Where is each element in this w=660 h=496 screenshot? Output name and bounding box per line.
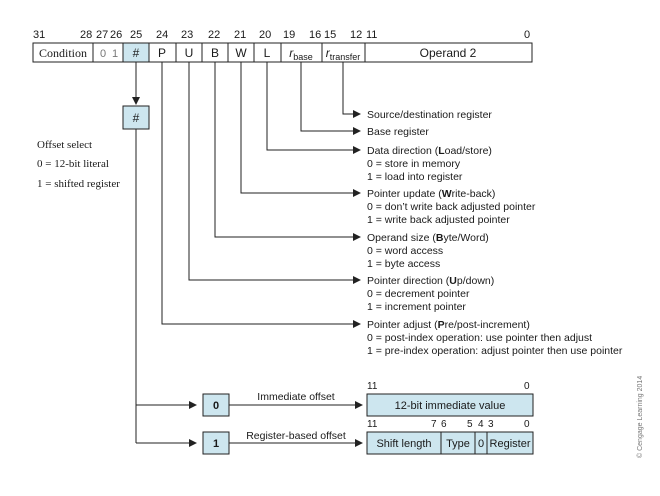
desc-b-line0: 0 = word access (367, 245, 443, 257)
register-zero-bit: 0 (478, 438, 484, 450)
register-select-box (202, 431, 230, 455)
bit-16: 16 (309, 29, 321, 41)
connector-p (161, 62, 361, 328)
register-register: Register (490, 438, 531, 450)
register-bit-6: 6 (441, 419, 447, 430)
desc-b-title: Operand size (Byte/Word) (367, 232, 489, 244)
register-bit-11: 11 (367, 419, 378, 430)
immediate-select-value: 0 (213, 400, 219, 412)
bit-24: 24 (156, 29, 168, 41)
register-offset: 1 Register-based offset 11 7 6 5 4 3 0 S… (202, 419, 534, 455)
field-rtransfer-r: r (326, 46, 331, 60)
register-bit-5: 5 (467, 419, 473, 430)
instruction-word: Condition 0 1 # P U B W L rbase rtransfe… (32, 42, 533, 63)
immediate-bit-11: 11 (367, 381, 378, 392)
connector-l (266, 62, 361, 154)
immediate-offset-label: Immediate offset (257, 391, 335, 403)
field-hash-highlight (123, 43, 149, 62)
immediate-value-label: 12-bit immediate value (395, 400, 506, 412)
connector-b (214, 62, 361, 241)
connector-rbase (300, 62, 361, 135)
register-bit-0: 0 (524, 419, 530, 430)
offset-select: # Offset select 0 = 12-bit literal 1 = s… (37, 105, 150, 190)
offset-select-title: Offset select (37, 139, 92, 151)
register-bit-3: 3 (488, 419, 494, 430)
desc-w-line1: 1 = write back adjusted pointer (367, 214, 510, 226)
desc-u-line1: 1 = increment pointer (367, 301, 466, 313)
desc-w-title: Pointer update (Write-back) (367, 188, 495, 200)
immediate-bit-0: 0 (524, 381, 530, 392)
field-u: U (185, 46, 194, 60)
register-offset-label: Register-based offset (246, 430, 346, 442)
field-opcode-0: 0 (100, 48, 106, 60)
bit-22: 22 (208, 29, 220, 41)
register-field-dividers (440, 432, 488, 454)
immediate-offset: 0 Immediate offset 11 0 12-bit immediate… (202, 381, 534, 417)
field-opcode-1: 1 (112, 48, 118, 60)
bit-25: 25 (130, 29, 142, 41)
field-rbase-sub: base (293, 52, 313, 62)
register-select-value: 1 (213, 438, 219, 450)
field-l: L (264, 46, 271, 60)
bit-26: 26 (110, 29, 122, 41)
desc-source-dest: Source/destination register (367, 109, 492, 121)
desc-u-line0: 0 = decrement pointer (367, 288, 470, 300)
register-shift-length: Shift length (376, 438, 431, 450)
connector-w (240, 62, 361, 197)
field-rbase: rbase (289, 46, 313, 62)
bit-20: 20 (259, 29, 271, 41)
immediate-value-field (366, 393, 534, 417)
immediate-select-box (202, 393, 230, 417)
field-descriptions: Source/destination register Base registe… (367, 109, 623, 357)
desc-l-line0: 0 = store in memory (367, 158, 461, 170)
bit-21: 21 (234, 29, 246, 41)
register-bit-numbers: 11 7 6 5 4 3 0 (367, 419, 530, 430)
field-condition: Condition (39, 46, 87, 60)
offset-select-option-0: 0 = 12-bit literal (37, 158, 109, 170)
desc-w-line0: 0 = don’t write back adjusted pointer (367, 201, 536, 213)
desc-l-title: Data direction (Load/store) (367, 145, 492, 157)
bit-19: 19 (283, 29, 295, 41)
desc-base-register: Base register (367, 126, 429, 138)
desc-p-line1: 1 = pre-index operation: adjust pointer … (367, 345, 623, 357)
offset-select-hash: # (133, 111, 140, 125)
bit-31: 31 (33, 29, 45, 41)
instruction-word-border (32, 42, 533, 63)
bit-11: 11 (366, 29, 377, 41)
register-field-row (366, 431, 534, 455)
bit-15: 15 (324, 29, 336, 41)
register-bit-7: 7 (431, 419, 437, 430)
offset-select-option-1: 1 = shifted register (37, 178, 120, 190)
bit-number-row: 31 28 27 26 25 24 23 22 21 20 19 16 15 1… (33, 29, 530, 41)
field-hash: # (133, 46, 140, 60)
bit-12: 12 (350, 29, 362, 41)
connector-lines (132, 62, 363, 447)
field-b: B (211, 46, 219, 60)
bit-28: 28 (80, 29, 92, 41)
connector-rtransfer (342, 62, 361, 118)
register-bit-4: 4 (478, 419, 484, 430)
field-w: W (235, 46, 247, 60)
connector-u (188, 62, 361, 284)
bit-23: 23 (181, 29, 193, 41)
field-rtransfer-sub: transfer (330, 52, 361, 62)
field-operand2: Operand 2 (420, 46, 477, 60)
copyright-notice: © Cengage Learning 2014 (636, 376, 644, 458)
desc-b-line1: 1 = byte access (367, 258, 440, 270)
field-dividers (92, 43, 366, 62)
field-rtransfer: rtransfer (326, 46, 361, 62)
desc-p-line0: 0 = post-index operation: use pointer th… (367, 332, 592, 344)
bit-0: 0 (524, 29, 530, 41)
desc-l-line1: 1 = load into register (367, 171, 463, 183)
field-p: P (158, 46, 166, 60)
bit-27: 27 (96, 29, 108, 41)
desc-u-title: Pointer direction (Up/down) (367, 275, 494, 287)
offset-select-box (122, 105, 150, 130)
field-rbase-r: r (289, 46, 294, 60)
desc-p-title: Pointer adjust (Pre/post-increment) (367, 319, 530, 331)
register-type: Type (446, 438, 470, 450)
